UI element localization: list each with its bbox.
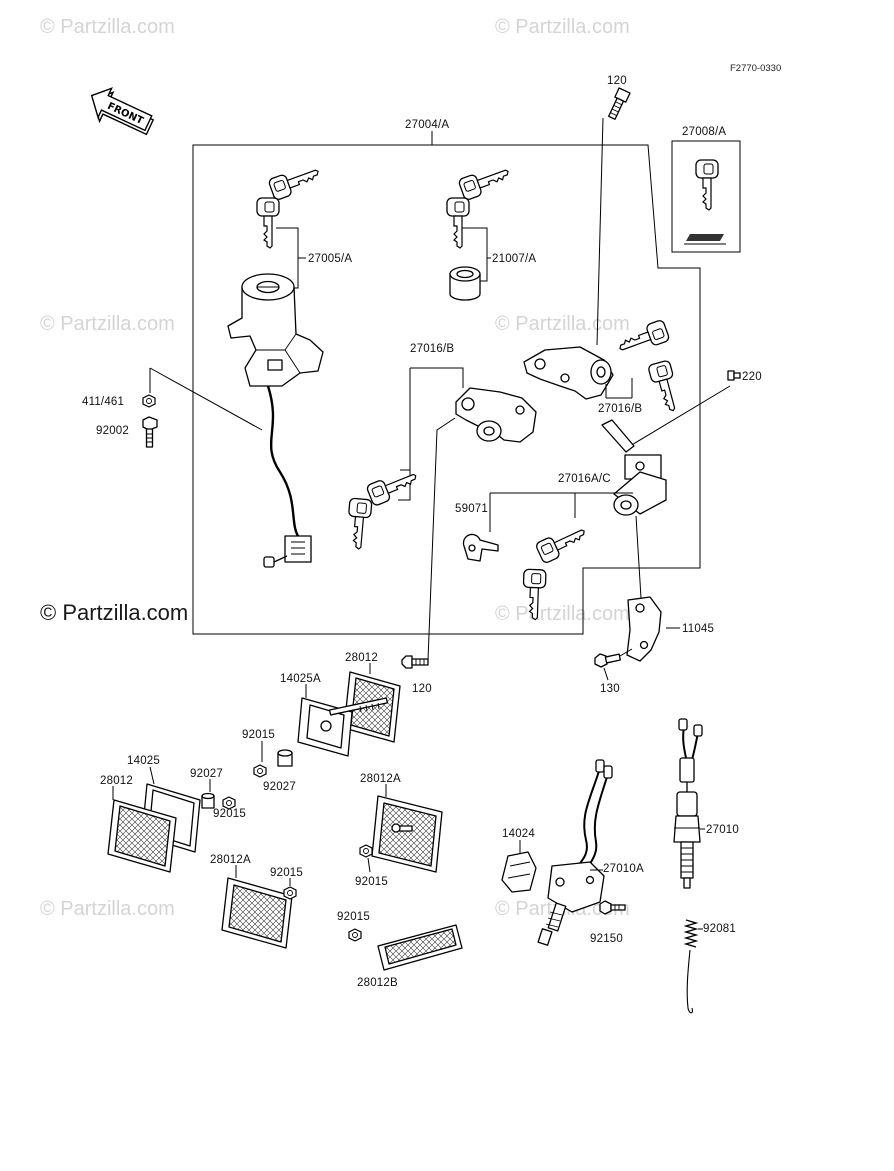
callout-92027-b: 92027: [190, 768, 223, 780]
bolt-120-bottom: [401, 417, 456, 669]
watermark: © Partzilla.com: [495, 16, 630, 38]
callout-14025a: 14025A: [280, 673, 321, 685]
assembly-outline-27004: [192, 131, 701, 635]
watermark: © Partzilla.com: [40, 898, 175, 920]
nut-92015-d: [283, 878, 297, 900]
callout-92027-a: 92027: [263, 781, 296, 793]
callout-28012b: 28012B: [357, 977, 398, 989]
callout-92015-d: 92015: [270, 867, 303, 879]
reflector-28012b: [377, 924, 463, 971]
reflector-28012a-middle: [371, 784, 443, 873]
seat-lock-27016b: [455, 387, 537, 443]
switch-27010a: [537, 759, 613, 946]
nut-92015-a: [253, 741, 267, 778]
callout-labels: 120 27004/A 27008/A 27005/A 21007/A 2701…: [82, 75, 762, 989]
watermark: © Partzilla.com: [40, 313, 175, 335]
callout-92015-b: 92015: [213, 808, 246, 820]
callout-14024: 14024: [502, 828, 535, 840]
nut-92015-c: [359, 844, 373, 873]
callout-28012a-middle: 28012A: [360, 773, 401, 785]
screw-220: [629, 370, 741, 447]
callout-92002: 92002: [96, 425, 129, 437]
watermark: © Partzilla.com: [495, 603, 630, 625]
watermark: © Partzilla.com: [495, 313, 630, 335]
callout-27016b-right: 27016/B: [598, 403, 642, 415]
ignition-keys-27005: [256, 162, 324, 289]
bolt-130: [594, 648, 633, 681]
boot-14024: [501, 840, 537, 893]
nut-92015-e: [348, 928, 362, 942]
callout-92081: 92081: [703, 923, 736, 935]
watermark: © Partzilla.com: [40, 16, 175, 38]
bolt-120-top: [596, 87, 631, 346]
callout-27008a: 27008/A: [682, 126, 726, 138]
callout-27004a: 27004/A: [405, 119, 449, 131]
watermark-dark: © Partzilla.com: [40, 600, 188, 625]
callout-220: 220: [742, 371, 762, 383]
callout-59071: 59071: [455, 503, 488, 515]
callout-92150: 92150: [590, 933, 623, 945]
reflector-28012-left: [107, 786, 177, 873]
callout-27016b-center: 27016/B: [410, 343, 454, 355]
ignition-switch-27005: [227, 273, 324, 568]
callout-130: 130: [600, 683, 620, 695]
callout-92015-a: 92015: [242, 729, 275, 741]
bolt-92150: [599, 900, 626, 915]
callout-27016ac: 27016A/C: [558, 473, 611, 485]
bracket-11045: [626, 596, 680, 662]
spring-92081: [683, 919, 703, 1014]
callout-120-top: 120: [607, 75, 627, 87]
callout-27005a: 27005/A: [308, 253, 352, 265]
helmet-lock-27016b: [523, 346, 633, 400]
nut-411-461: [142, 367, 263, 431]
switch-27010: [673, 718, 705, 889]
lock-27016ac: [489, 419, 667, 599]
spacer-92027-a: [277, 749, 293, 767]
callout-120-bottom: 120: [412, 683, 432, 695]
diagram-code: F2770-0330: [730, 63, 781, 74]
callout-28012a-lower: 28012A: [210, 854, 251, 866]
key-set-box-27008: [671, 140, 741, 253]
callout-21007a: 21007/A: [492, 253, 536, 265]
spacer-92027-b: [201, 779, 215, 809]
callout-14025: 14025: [127, 755, 160, 767]
bolt-92002: [142, 416, 158, 448]
callout-411-461: 411/461: [82, 396, 124, 408]
callout-92015-c: 92015: [355, 876, 388, 888]
callout-28012-top: 28012: [345, 652, 378, 664]
lock-cylinder-21007: [449, 266, 481, 301]
callout-27010a: 27010A: [603, 863, 644, 875]
seat-lock-keys-27016b: [345, 367, 464, 551]
callout-27010: 27010: [706, 824, 739, 836]
front-arrow-icon: FRONT: [90, 87, 155, 136]
callout-28012-left: 28012: [100, 775, 133, 787]
reflector-bracket-14025a: [297, 684, 389, 757]
reflector-28012a-lower: [221, 865, 293, 949]
callout-92015-e: 92015: [337, 911, 370, 923]
callout-11045: 11045: [682, 623, 714, 635]
lock-keys-21007: [446, 162, 514, 282]
clip-59071: [462, 533, 499, 562]
